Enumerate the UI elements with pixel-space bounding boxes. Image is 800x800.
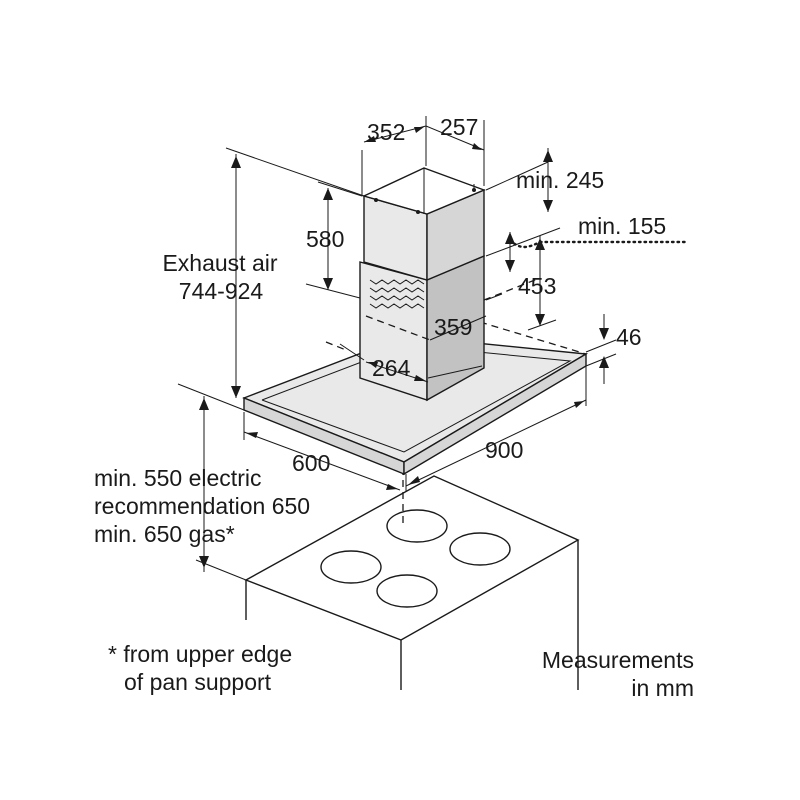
label-46: 46: [616, 324, 642, 350]
dim-exhaust-air: [225, 147, 365, 398]
label-footnote-line2: of pan support: [124, 669, 272, 695]
dim-min-155: [505, 232, 515, 272]
label-580: 580: [306, 226, 344, 252]
dim-46: [585, 314, 617, 384]
chimney-upper: [362, 167, 486, 282]
label-900: 900: [485, 437, 523, 463]
label-453: 453: [518, 273, 556, 299]
dim-359: [365, 277, 541, 341]
dim-580: [305, 181, 363, 299]
label-footnote-line1: * from upper edge: [108, 641, 292, 667]
label-min-155: min. 155: [578, 213, 666, 239]
label-units-line1: Measurements: [542, 647, 694, 673]
hood-canopy: [242, 321, 589, 476]
vent-grille: [369, 279, 425, 309]
label-min-245: min. 245: [516, 167, 604, 193]
label-359: 359: [434, 314, 472, 340]
label-exhaust-range: 744-924: [179, 278, 264, 304]
burner-rear-right: [449, 532, 511, 566]
burner-rear-left: [386, 509, 448, 543]
dim-600: [243, 412, 401, 491]
label-257: 257: [440, 114, 478, 140]
burner-front-left: [320, 550, 382, 584]
dim-clearance: [177, 383, 247, 581]
label-clearance-gas: min. 650 gas*: [94, 521, 235, 547]
dim-453: [485, 227, 561, 331]
label-clearance-recommendation: recommendation 650: [94, 493, 310, 519]
label-exhaust-air: Exhaust air: [162, 250, 277, 276]
cooktop: [244, 475, 580, 690]
burner-front-right: [376, 574, 438, 608]
dim-min-245: [485, 148, 553, 212]
dim-min-155-leader: [508, 238, 688, 249]
label-clearance-electric: min. 550 electric: [94, 465, 261, 491]
dim-900: [405, 366, 587, 492]
label-264: 264: [372, 355, 411, 381]
label-600: 600: [292, 450, 330, 476]
dim-top-width: [361, 116, 485, 196]
label-units-line2: in mm: [631, 675, 694, 701]
dim-264: [339, 343, 483, 383]
label-352: 352: [367, 119, 405, 145]
